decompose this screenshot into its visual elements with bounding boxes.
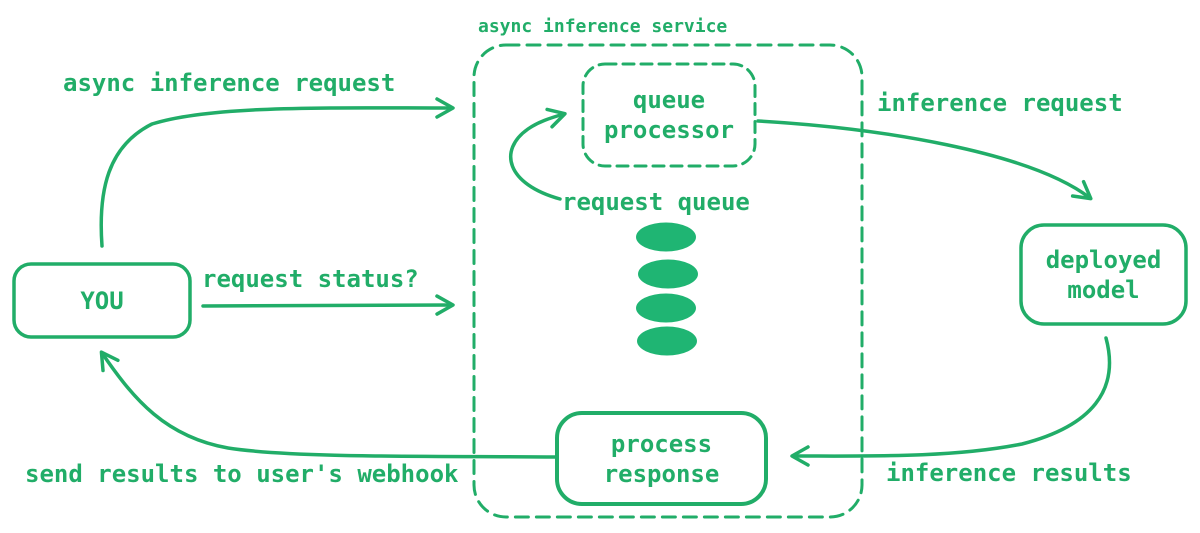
arrow-request-queue bbox=[509, 107, 567, 201]
process-response-line2: response bbox=[603, 459, 720, 488]
process-response-line1: process bbox=[610, 429, 713, 458]
queue-processor-line2: processor bbox=[603, 116, 735, 144]
deployed-model-line1: deployed bbox=[1045, 245, 1162, 274]
request-queue-items bbox=[636, 222, 698, 356]
deployed-model-box bbox=[1019, 223, 1188, 326]
arrow-send-results-webhook bbox=[99, 350, 558, 459]
queue-item bbox=[636, 293, 696, 323]
queue-processor-box bbox=[581, 62, 757, 168]
label-async-inference-request: async inference request bbox=[63, 69, 396, 97]
you-box bbox=[12, 262, 192, 339]
arrow-async-inference-request bbox=[99, 97, 455, 248]
arrow-inference-request bbox=[756, 119, 1093, 201]
deployed-model-label: deployed model bbox=[1021, 225, 1186, 324]
queue-processor-label: queue processor bbox=[583, 64, 755, 166]
process-response-box bbox=[555, 411, 768, 506]
process-response-label: process response bbox=[557, 413, 766, 504]
service-title: async inference service bbox=[478, 16, 728, 37]
label-request-status: request status? bbox=[202, 265, 419, 293]
label-inference-results: inference results bbox=[886, 459, 1132, 487]
async-service-container bbox=[472, 43, 864, 519]
label-request-queue: request queue bbox=[562, 188, 750, 216]
you-label: YOU bbox=[80, 286, 124, 315]
label-inference-request: inference request bbox=[877, 89, 1123, 117]
arrow-request-status bbox=[201, 294, 455, 316]
you-node-label: YOU bbox=[14, 264, 190, 337]
deployed-model-line2: model bbox=[1067, 275, 1140, 304]
queue-item bbox=[636, 222, 696, 252]
label-send-results-webhook: send results to user's webhook bbox=[25, 460, 459, 488]
arrow-inference-results bbox=[790, 336, 1112, 467]
queue-item bbox=[638, 259, 698, 289]
queue-processor-line1: queue bbox=[632, 86, 706, 114]
queue-item bbox=[637, 326, 697, 356]
